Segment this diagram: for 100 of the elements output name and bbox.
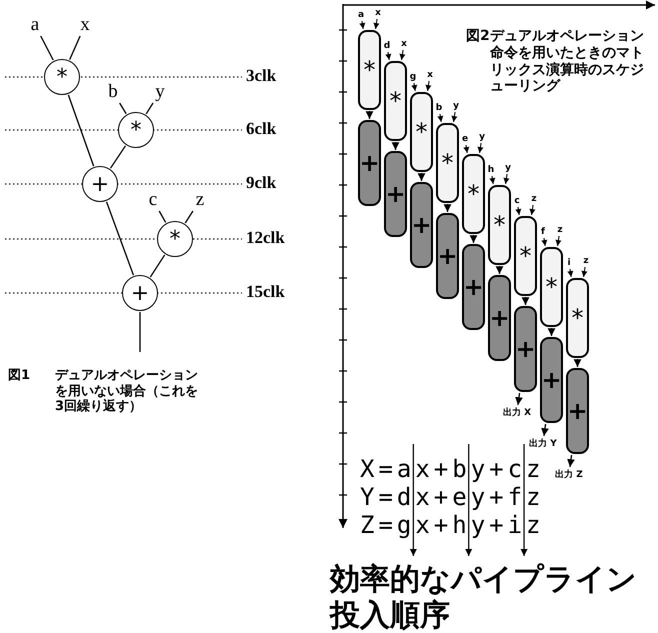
- connector-line: [158, 210, 166, 223]
- arrow: [418, 173, 426, 181]
- connector-line: [139, 312, 141, 352]
- clock-label: 3clk: [246, 66, 276, 86]
- input-label: z: [530, 193, 538, 204]
- multiply-stage: *: [566, 278, 589, 358]
- arrow: [555, 236, 562, 246]
- arrow: [515, 392, 523, 406]
- connector-line: [69, 36, 81, 60]
- arrow: [392, 142, 400, 150]
- figure-number: 図1: [8, 368, 30, 384]
- input-label: g: [409, 71, 417, 82]
- input-label: z: [556, 224, 564, 235]
- connector-line: [106, 202, 134, 276]
- multiply-stage: *: [410, 92, 433, 172]
- add-stage: +: [436, 213, 459, 299]
- arrow: [451, 112, 458, 122]
- arrow: [411, 82, 418, 92]
- add-stage: +: [410, 182, 433, 268]
- clock-label: 15clk: [246, 282, 285, 302]
- arrow: [437, 114, 444, 122]
- arrow: [463, 144, 470, 154]
- arrow: [522, 297, 530, 305]
- connector-line: [150, 254, 166, 278]
- input-label: y: [452, 100, 460, 111]
- figure-number: 図2: [466, 28, 490, 45]
- input-label: i: [565, 257, 573, 268]
- arrow: [548, 328, 556, 336]
- arrow: [425, 80, 432, 92]
- clock-label: 6clk: [246, 119, 276, 140]
- figure-caption: デュアルオペレーションを用いない場合（これを3回繰り返す）: [55, 368, 199, 415]
- clock-label: 12clk: [246, 228, 285, 248]
- output-label: 出力 X: [500, 406, 534, 418]
- arrow: [399, 50, 406, 60]
- input-label: c: [146, 190, 160, 210]
- input-label: h: [487, 164, 495, 175]
- input-label: f: [539, 226, 547, 237]
- connector-line: [184, 210, 194, 224]
- input-label: x: [78, 15, 92, 35]
- input-label: y: [478, 131, 486, 142]
- arrow: [470, 235, 478, 243]
- arrow: [581, 266, 588, 278]
- arrow: [567, 454, 575, 468]
- input-label: b: [106, 82, 120, 102]
- output-label: 出力 Y: [526, 437, 560, 449]
- input-label: x: [374, 7, 382, 18]
- input-label: d: [383, 40, 391, 51]
- input-label: y: [504, 162, 512, 173]
- arrow: [567, 268, 574, 278]
- multiply-stage: *: [358, 30, 381, 110]
- output-label: 出力 Z: [552, 468, 586, 480]
- arrow: [503, 174, 510, 184]
- operator-circle: *: [157, 221, 193, 257]
- arrow: [477, 142, 484, 154]
- arrow: [366, 111, 374, 119]
- add-stage: +: [488, 275, 511, 361]
- connector-line: [110, 145, 126, 169]
- add-stage: +: [462, 244, 485, 330]
- input-label: y: [153, 82, 167, 102]
- clock-label: 9clk: [246, 173, 276, 194]
- multiply-stage: *: [540, 247, 563, 327]
- arrow: [359, 20, 366, 30]
- multiply-stage: *: [462, 154, 485, 234]
- figure-caption: デュアルオペレーション命令を用いたときのマトリックス演算時のスケジューリング: [490, 28, 645, 96]
- connector-line: [68, 94, 94, 166]
- add-stage: +: [384, 151, 407, 237]
- multiply-stage: *: [488, 185, 511, 265]
- arrow: [515, 206, 522, 216]
- connector-line: [40, 36, 54, 60]
- multiply-stage: *: [436, 123, 459, 203]
- input-label: z: [193, 190, 207, 210]
- operator-circle: +: [82, 166, 118, 202]
- arrow: [373, 18, 380, 30]
- arrow: [541, 238, 548, 246]
- add-stage: +: [566, 368, 589, 454]
- input-label: c: [513, 195, 521, 206]
- connector-line: [119, 102, 127, 114]
- operator-circle: +: [122, 275, 158, 311]
- connector-line: [146, 102, 154, 114]
- multiply-stage: *: [514, 216, 537, 296]
- input-label: e: [461, 133, 469, 144]
- input-label: x: [426, 69, 434, 80]
- multiply-stage: *: [384, 61, 407, 141]
- operator-circle: *: [44, 59, 80, 95]
- input-label: a: [357, 9, 365, 20]
- input-label: b: [435, 102, 443, 113]
- input-label: z: [582, 255, 590, 266]
- add-stage: +: [358, 120, 381, 206]
- arrow: [444, 204, 452, 212]
- arrow: [574, 359, 582, 367]
- arrow: [541, 424, 549, 436]
- arrow: [385, 52, 392, 60]
- heading: 効率的なパイプライン投入順序: [330, 562, 638, 633]
- add-stage: +: [540, 337, 563, 423]
- input-label: x: [400, 38, 408, 49]
- operator-circle: *: [118, 112, 154, 148]
- add-stage: +: [514, 306, 537, 392]
- arrow: [496, 266, 504, 274]
- arrow: [529, 204, 536, 216]
- arrow: [489, 176, 496, 184]
